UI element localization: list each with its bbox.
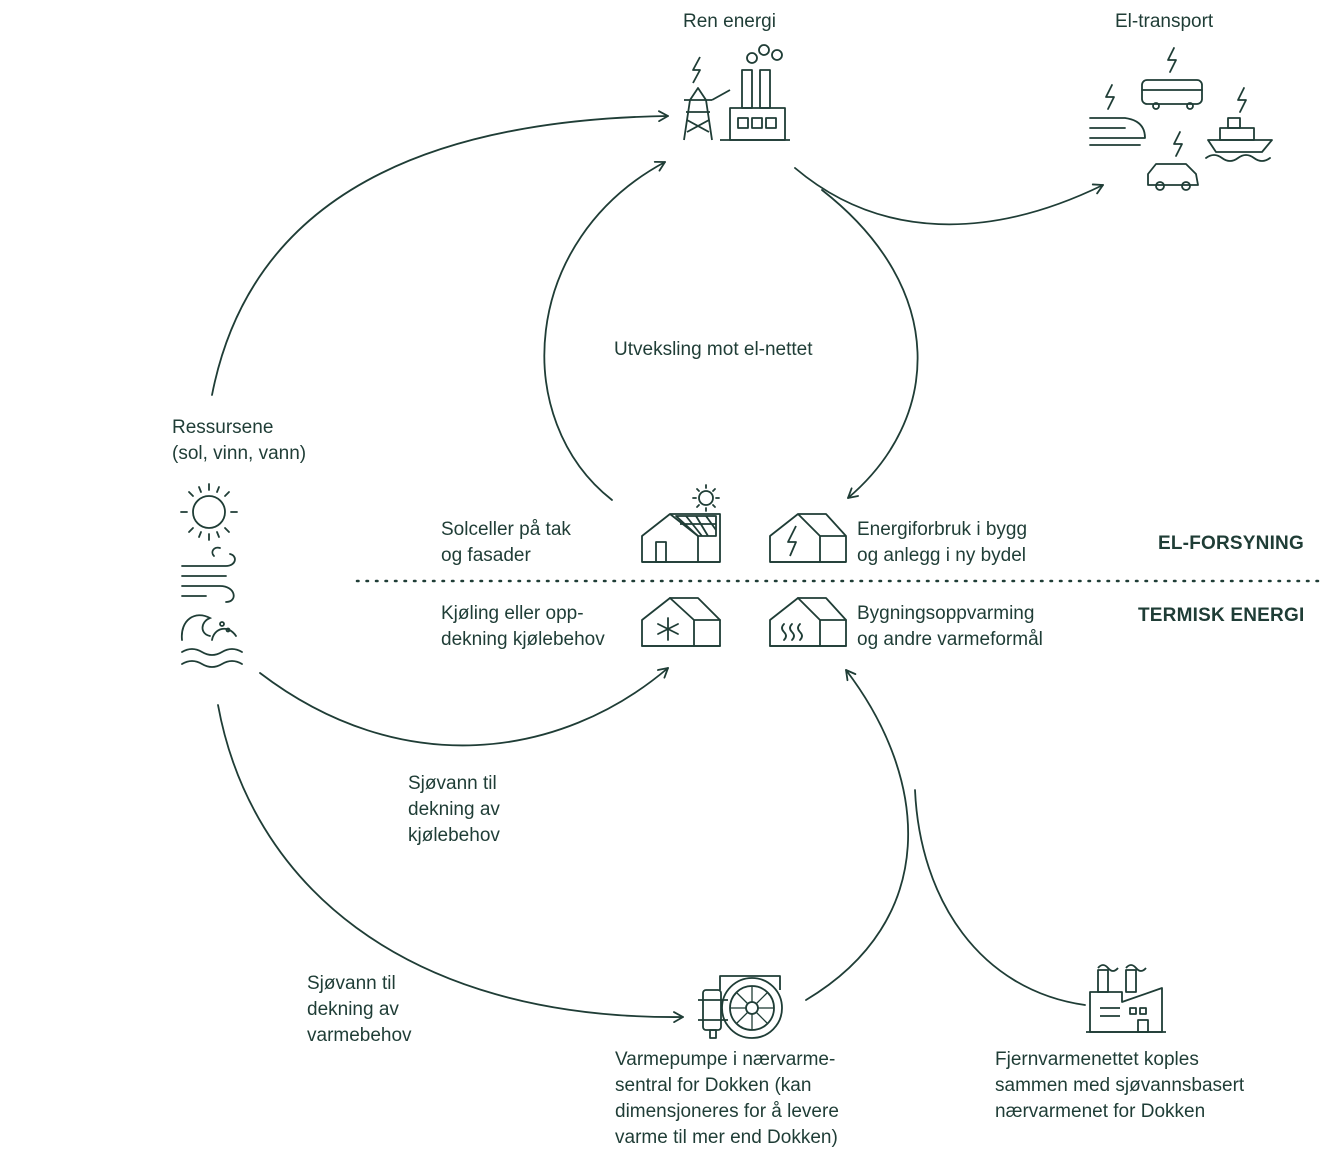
cooling-house-icon <box>641 597 721 647</box>
district-heating-plant-icon <box>1086 964 1166 1033</box>
label-sjovann-kjolebehov: Sjøvann til dekning av kjølebehov <box>408 773 500 846</box>
heating-house-icon <box>769 597 847 647</box>
arrow-seawater-to-heat-pump <box>217 704 684 1023</box>
label-el-transport: El-transport <box>1115 11 1214 32</box>
wind-icon <box>181 546 236 603</box>
label-solceller: Solceller på tak og fasader <box>441 519 571 566</box>
label-sjovann-varmebehov: Sjøvann til dekning av varmebehov <box>307 973 412 1046</box>
electric-transport-icon <box>1089 47 1273 191</box>
label-bygningsoppvarming: Bygningsoppvarming og andre varmeformål <box>857 603 1043 650</box>
solar-house-icon <box>641 484 721 563</box>
line-district-heating <box>914 789 1086 1006</box>
label-ressursene: Ressursene (sol, vinn, vann) <box>172 417 307 464</box>
arrow-resources-to-clean-energy <box>211 110 669 396</box>
label-ren-energi: Ren energi <box>683 11 776 32</box>
arrow-seawater-to-cooling <box>259 667 669 747</box>
electric-house-icon <box>769 513 847 563</box>
section-el-forsyning: EL-FORSYNING <box>1158 533 1304 554</box>
arrow-solar-to-clean-energy <box>543 160 666 501</box>
label-energiforbruk: Energiforbruk i bygg og anlegg i ny byde… <box>857 519 1028 566</box>
wave-icon <box>181 614 243 668</box>
label-fjernvarme: Fjernvarmenettet koples sammen med sjøva… <box>995 1049 1245 1122</box>
arrow-clean-energy-to-transport <box>794 167 1104 226</box>
label-varmepumpe: Varmepumpe i nærvarme- sentral for Dokke… <box>615 1049 839 1148</box>
power-plant-icon <box>684 45 790 140</box>
label-utveksling: Utveksling mot el-nettet <box>614 339 813 360</box>
section-termisk-energi: TERMISK ENERGI <box>1138 605 1305 626</box>
label-kjoling: Kjøling eller opp- dekning kjølebehov <box>441 603 605 650</box>
sun-icon <box>180 483 238 541</box>
heat-pump-icon <box>698 975 783 1039</box>
arrow-heat-pump-to-heating <box>805 669 910 1001</box>
arrow-clean-energy-to-buildings <box>821 189 919 499</box>
